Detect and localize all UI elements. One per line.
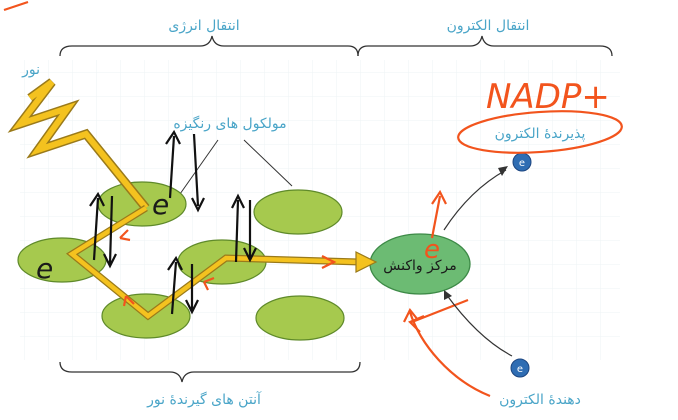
energy-transfer-label: انتقال انرژی: [168, 18, 239, 34]
nadp-annotation: NADP+: [486, 77, 610, 117]
light-zigzag: [11, 79, 149, 210]
electron-mark: e: [152, 188, 169, 221]
energy-brace: [59, 35, 359, 57]
electron-transfer-label: انتقال الکترون: [447, 18, 530, 34]
energy-arrowhead: [355, 251, 378, 273]
pigment-molecules-label: مولکول های رنگیزه: [173, 115, 286, 132]
electron-symbol: e: [519, 158, 525, 169]
corner-scribble: [3, 0, 29, 12]
pointer-line-left: [179, 139, 219, 195]
electron-donor-ball: [510, 358, 530, 378]
pigment-ellipse: [253, 189, 343, 235]
pigment-ellipse: [255, 295, 345, 341]
energy-path: [68, 206, 361, 319]
acceptor-arrow: [443, 169, 507, 231]
pointer-line-right: [243, 139, 293, 187]
electron-acceptor-label: پذیرندهٔ الکترون: [495, 126, 586, 142]
antenna-brace: [59, 361, 361, 383]
antenna-label: آنتن های گیرندهٔ نور: [146, 391, 262, 408]
reaction-center-label: مرکز واکنش: [383, 258, 456, 274]
donor-arrowhead: [444, 290, 452, 300]
electron-symbol: e: [517, 364, 523, 375]
donor-arrow: [445, 293, 513, 357]
excitation-arrows: [89, 129, 257, 315]
electron-mark: e: [36, 252, 53, 285]
electron-mark-orange: e: [424, 235, 440, 265]
electron-brace: [357, 35, 613, 57]
electron-donor-label: دهندهٔ الکترون: [499, 392, 581, 408]
acceptor-arrowhead: [498, 166, 508, 176]
light-label: نور: [21, 62, 40, 78]
handwritten-arrows: [119, 189, 491, 398]
acceptor-circle: [457, 110, 623, 154]
